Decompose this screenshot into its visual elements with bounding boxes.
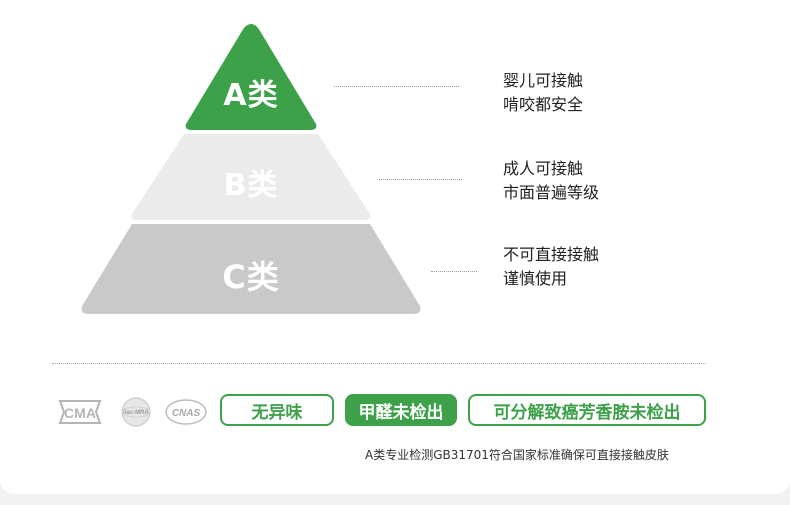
- tier-a: A类: [184, 22, 318, 132]
- aromatic-amine-free-badge: 可分解致癌芳香胺未检出: [468, 394, 706, 426]
- standard-footnote: A类专业检测GB31701符合国家标准确保可直接接触皮肤: [365, 448, 669, 462]
- cnas-icon: CNAS: [165, 399, 207, 425]
- ilac-mra-logo: ilac-MRA: [118, 397, 154, 427]
- tier-c-desc-line1: 不可直接接触: [503, 245, 600, 264]
- tier-b-description: 成人可接触 市面普遍等级: [503, 157, 599, 205]
- leader-line-a: [334, 86, 459, 87]
- cnas-logo-text: CNAS: [172, 408, 201, 419]
- tier-c-label: C类: [222, 258, 280, 296]
- tier-b-desc-line1: 成人可接触: [503, 159, 584, 178]
- tier-b-label: B类: [223, 168, 279, 203]
- formaldehyde-free-badge: 甲醛未检出: [345, 394, 457, 426]
- leader-line-c: [431, 271, 477, 272]
- no-odor-badge: 无异味: [220, 394, 334, 426]
- tier-b-shape: [131, 134, 371, 220]
- tier-c-shape: [81, 224, 421, 314]
- cnas-logo: CNAS: [164, 397, 208, 427]
- tier-c-desc-line2: 谨慎使用: [503, 269, 568, 288]
- tier-b-desc-line2: 市面普遍等级: [503, 183, 600, 202]
- leader-line-b: [379, 179, 462, 180]
- ilac-mra-icon: ilac-MRA: [121, 397, 151, 427]
- cma-logo: CMA: [54, 397, 106, 427]
- tier-b: B类: [130, 134, 372, 220]
- tier-a-shape: [185, 24, 317, 130]
- tier-a-description: 婴儿可接触 啃咬都安全: [503, 69, 583, 117]
- tier-a-desc-line1: 婴儿可接触: [503, 71, 584, 90]
- cma-logo-text: CMA: [64, 405, 96, 421]
- ilac-mra-logo-text: ilac-MRA: [123, 410, 149, 416]
- tier-c-description: 不可直接接触 谨慎使用: [503, 243, 599, 291]
- tier-c: C类: [80, 224, 422, 314]
- tier-a-desc-line2: 啃咬都安全: [503, 95, 584, 114]
- section-divider: [52, 363, 706, 364]
- cma-icon: CMA: [58, 400, 102, 424]
- product-info-card: A类 B类 C类 婴儿可接触 啃咬都安全 成人可接触 市面普遍等级 不可直接接触…: [0, 0, 790, 494]
- tier-a-label: A类: [223, 78, 279, 113]
